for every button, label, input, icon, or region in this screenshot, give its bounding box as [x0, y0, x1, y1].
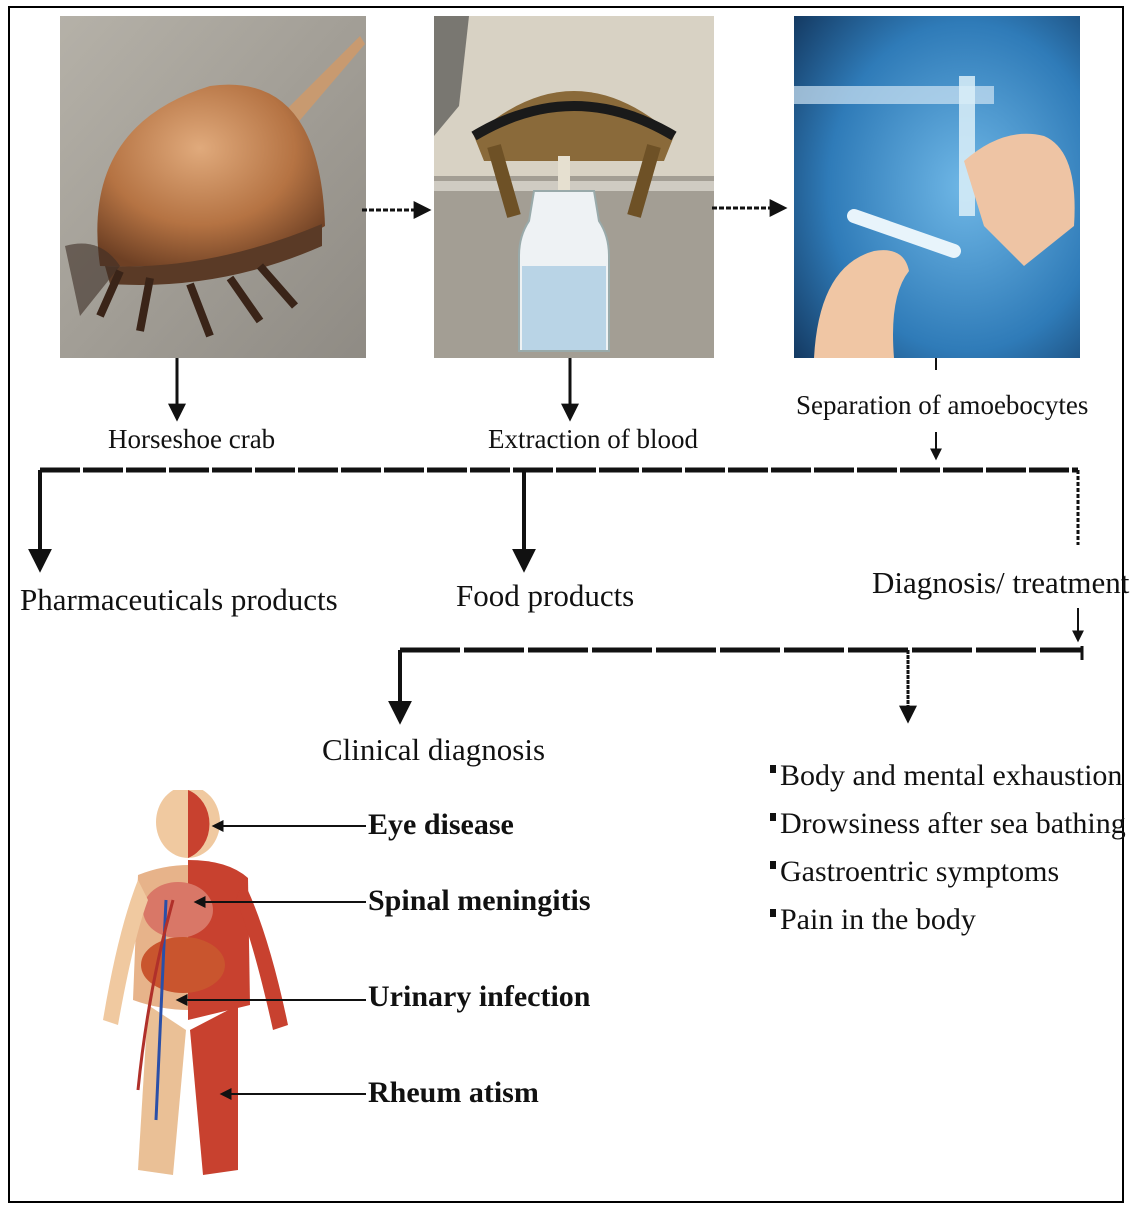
symptom-item: Pain in the body	[770, 896, 1126, 944]
separation-of-amoebocytes-label: Separation of amoebocytes	[796, 390, 1088, 421]
extraction-of-blood-label: Extraction of blood	[488, 424, 698, 455]
disease-label-urinary: Urinary infection	[368, 980, 590, 1014]
symptom-list: Body and mental exhaustion Drowsiness af…	[770, 752, 1126, 944]
bullet-icon	[770, 813, 776, 821]
symptom-item: Gastroentric symptoms	[770, 848, 1126, 896]
disease-label-spinal: Spinal meningitis	[368, 884, 591, 918]
disease-label-rheumatism: Rheum atism	[368, 1076, 539, 1110]
bullet-icon	[770, 861, 776, 869]
diagnosis-treatment-label: Diagnosis/ treatment	[872, 565, 1129, 601]
disease-label-eye: Eye disease	[368, 808, 514, 842]
food-products-label: Food products	[456, 578, 634, 614]
symptom-item: Body and mental exhaustion	[770, 752, 1126, 800]
bullet-icon	[770, 765, 776, 773]
horseshoe-crab-label: Horseshoe crab	[108, 424, 275, 455]
symptom-item: Drowsiness after sea bathing	[770, 800, 1126, 848]
pharmaceuticals-products-label: Pharmaceuticals products	[20, 582, 338, 618]
bullet-icon	[770, 909, 776, 917]
clinical-diagnosis-label: Clinical diagnosis	[322, 732, 545, 768]
